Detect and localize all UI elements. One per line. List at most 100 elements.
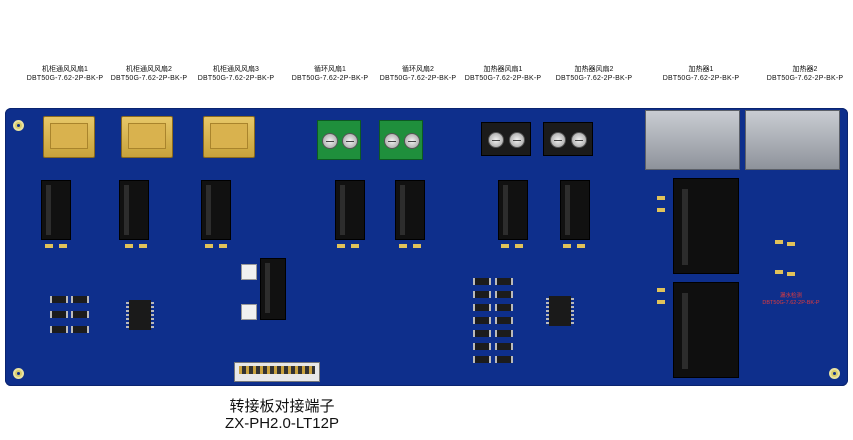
label-part: DBT50G-7.62-2P-BK-P <box>555 75 633 82</box>
screw-icon <box>322 133 338 149</box>
relay <box>498 180 528 240</box>
smd-component <box>657 300 665 304</box>
smd-component <box>125 244 133 248</box>
label-part: DBT50G-7.62-2P-BK-P <box>379 75 457 82</box>
circulation-fan-1-terminal <box>317 120 361 160</box>
smd-chip <box>71 311 89 318</box>
label-cabinet-fan-3: 机柜通风风扇3 DBT50G-7.62-2P-BK-P <box>198 65 275 83</box>
label-name: 加热器风扇2 <box>574 66 614 73</box>
led-component <box>241 264 257 280</box>
relay <box>260 258 286 320</box>
label-part: DBT50G-7.62-2P-BK-P <box>197 75 275 82</box>
circulation-fan-2-terminal <box>379 120 423 160</box>
smd-chip <box>495 330 513 337</box>
smd-chip <box>50 326 68 333</box>
heater-2-connector <box>745 110 840 170</box>
smd-chip <box>495 291 513 298</box>
screw-icon <box>342 133 358 149</box>
cabinet-fan-1-connector <box>43 116 95 158</box>
smd-component <box>657 196 665 200</box>
label-circulation-fan-2: 循环风扇2 DBT50G-7.62-2P-BK-P <box>380 65 457 83</box>
screw-icon <box>550 132 566 148</box>
smd-chip <box>473 278 491 285</box>
label-name: 机柜通风风扇3 <box>213 66 259 73</box>
smd-component <box>219 244 227 248</box>
smd-chip <box>71 296 89 303</box>
label-name: 加热器2 <box>792 66 818 73</box>
relay <box>335 180 365 240</box>
smd-component <box>563 244 571 248</box>
label-circulation-fan-1: 循环风扇1 DBT50G-7.62-2P-BK-P <box>292 65 369 83</box>
label-name: 机柜通风风扇2 <box>126 66 172 73</box>
label-part: DBT50G-7.62-2P-BK-P <box>291 75 369 82</box>
smd-component <box>577 244 585 248</box>
label-part: DBT50G-7.62-2P-BK-P <box>762 300 820 306</box>
label-part: DBT50G-7.62-2P-BK-P <box>26 75 104 82</box>
label-name: 漏水检测 <box>779 293 803 299</box>
smd-chip <box>473 356 491 363</box>
smd-chip <box>473 291 491 298</box>
label-heater-fan-1: 加热器风扇1 DBT50G-7.62-2P-BK-P <box>465 65 542 83</box>
led-component <box>241 304 257 320</box>
label-name: 加热器风扇1 <box>483 66 523 73</box>
smd-component <box>59 244 67 248</box>
smd-chip <box>473 330 491 337</box>
cabinet-fan-2-connector <box>121 116 173 158</box>
smd-component <box>501 244 509 248</box>
smd-chip <box>50 296 68 303</box>
label-part: DBT50G-7.62-2P-BK-P <box>110 75 188 82</box>
ic-chip <box>546 296 574 326</box>
cabinet-fan-3-connector <box>203 116 255 158</box>
label-name: 加热器1 <box>688 66 714 73</box>
screw-icon <box>384 133 400 149</box>
smd-component <box>139 244 147 248</box>
heater-fan-2-terminal <box>543 122 593 156</box>
smd-component <box>775 240 783 244</box>
smd-chip <box>495 356 513 363</box>
smd-chip <box>50 311 68 318</box>
smd-component <box>399 244 407 248</box>
label-name: 循环风扇1 <box>314 66 346 73</box>
caption-part: ZX-PH2.0-LT12P <box>225 415 339 432</box>
smd-chip <box>495 304 513 311</box>
smd-component <box>205 244 213 248</box>
heater-fan-1-terminal <box>481 122 531 156</box>
smd-chip <box>495 343 513 350</box>
smd-chip <box>473 304 491 311</box>
label-name: 机柜通风风扇1 <box>42 66 88 73</box>
relay <box>119 180 149 240</box>
smd-component <box>515 244 523 248</box>
label-part: DBT50G-7.62-2P-BK-P <box>464 75 542 82</box>
smd-component <box>413 244 421 248</box>
smd-component <box>337 244 345 248</box>
heater-1-connector <box>645 110 740 170</box>
relay <box>41 180 71 240</box>
label-heater-1: 加热器1 DBT50G-7.62-2P-BK-P <box>663 65 740 83</box>
smd-chip <box>473 317 491 324</box>
smd-component <box>657 288 665 292</box>
smd-chip <box>495 278 513 285</box>
smd-component <box>787 272 795 276</box>
pcb-board <box>5 108 848 386</box>
heater-2-relay <box>673 282 739 378</box>
relay <box>395 180 425 240</box>
screw-icon <box>404 133 420 149</box>
label-heater-fan-2: 加热器风扇2 DBT50G-7.62-2P-BK-P <box>556 65 633 83</box>
smd-component <box>45 244 53 248</box>
smd-chip <box>473 343 491 350</box>
ffc-connector <box>234 362 320 382</box>
smd-component <box>657 208 665 212</box>
relay <box>560 180 590 240</box>
relay <box>201 180 231 240</box>
heater-1-relay <box>673 178 739 274</box>
mounting-hole <box>13 120 24 131</box>
label-heater-2: 加热器2 DBT50G-7.62-2P-BK-P <box>767 65 844 83</box>
smd-chip <box>71 326 89 333</box>
label-name: 循环风扇2 <box>402 66 434 73</box>
caption-title: 转接板对接端子 <box>229 398 335 415</box>
water-leak-label: 漏水检测 DBT50G-7.62-2P-BK-P <box>762 293 819 307</box>
label-cabinet-fan-2: 机柜通风风扇2 DBT50G-7.62-2P-BK-P <box>111 65 188 83</box>
smd-component <box>775 270 783 274</box>
screw-icon <box>571 132 587 148</box>
smd-chip <box>495 317 513 324</box>
